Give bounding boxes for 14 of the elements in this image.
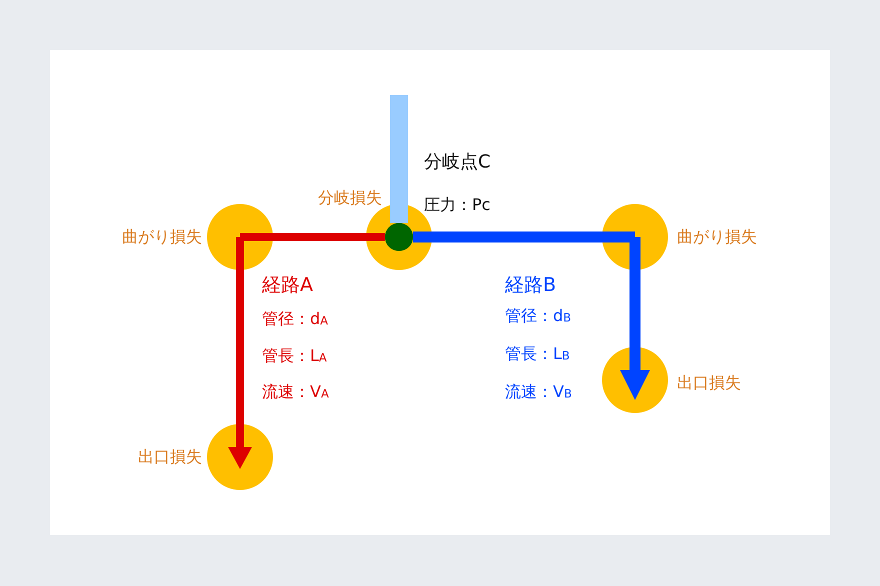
pipe-line: [240, 233, 385, 241]
junction-label: 分岐点C: [424, 152, 491, 174]
loss-label: 分岐損失: [318, 188, 382, 208]
loss-label: 曲がり損失: [122, 228, 202, 246]
loss-label: 曲がり損失: [677, 228, 757, 246]
loss-label: 出口損失: [677, 374, 741, 392]
pipe-line: [390, 95, 408, 223]
pipe-line: [413, 232, 635, 242]
pipe-arrow: [228, 237, 252, 469]
route-title: 経路A: [262, 275, 313, 297]
junction-label: 圧力：Pc: [424, 196, 490, 214]
loss-label: 出口損失: [138, 448, 202, 466]
pipe-arrow: [620, 237, 650, 400]
route-title: 経路B: [505, 275, 556, 297]
